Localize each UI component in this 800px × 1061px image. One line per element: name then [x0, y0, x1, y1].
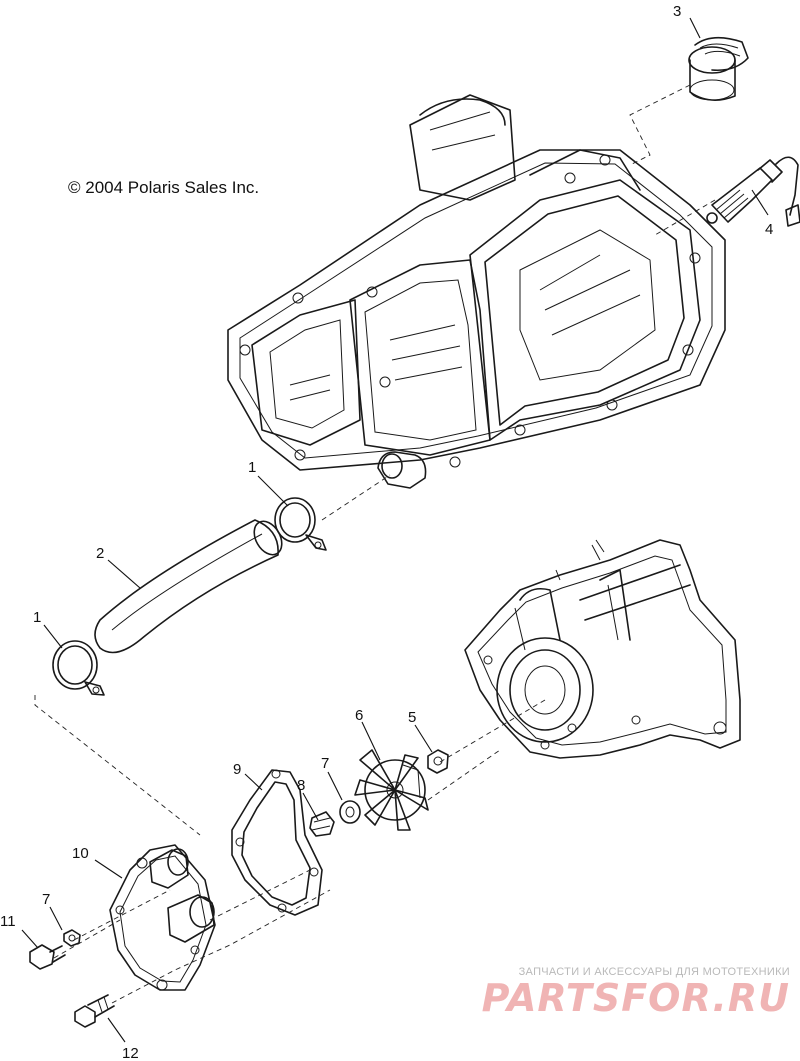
- bolt-12: [74, 994, 115, 1028]
- nut: [427, 749, 449, 774]
- crankcase-drawing: [464, 539, 741, 759]
- callout-6: 6: [355, 707, 363, 724]
- callout-5: 5: [408, 709, 416, 726]
- hose-clamp-upper: [274, 497, 327, 551]
- drain-plug: [309, 811, 335, 837]
- copyright-notice: © 2004 Polaris Sales Inc.: [68, 178, 260, 197]
- cylinder-head-drawing: [227, 94, 726, 489]
- callout-11: 11: [0, 913, 16, 930]
- callout-7-lower: 7: [42, 891, 50, 908]
- washer-upper: [339, 800, 361, 824]
- callout-2: 2: [96, 545, 104, 562]
- callout-10: 10: [72, 845, 89, 862]
- washer-lower: [63, 929, 81, 947]
- callout-leaders: [21, 17, 769, 1043]
- callout-7-upper: 7: [321, 755, 329, 772]
- hose-clamp-lower: [52, 640, 105, 696]
- callout-4: 4: [765, 221, 773, 238]
- callout-1-upper: 1: [248, 459, 256, 476]
- water-pump-cover: [109, 844, 216, 991]
- temperature-sensor: [706, 156, 800, 227]
- gasket: [231, 769, 323, 916]
- thermostat: [688, 36, 749, 101]
- assembly-lines: [34, 84, 716, 1004]
- watermark: ЗАПЧАСТИ И АКСЕССУАРЫ ДЛЯ МОТОТЕХНИКИ PA…: [470, 966, 790, 1018]
- callout-8: 8: [297, 777, 305, 794]
- callout-9: 9: [233, 761, 241, 778]
- bolt-11: [29, 944, 66, 970]
- callout-3: 3: [673, 3, 681, 20]
- coolant-hose: [94, 519, 283, 654]
- watermark-logo: PARTSFOR.RU: [481, 976, 790, 1020]
- watermark-tagline: ЗАПЧАСТИ И АКСЕССУАРЫ ДЛЯ МОТОТЕХНИКИ: [518, 966, 790, 978]
- callout-1-lower: 1: [33, 609, 41, 626]
- callout-12: 12: [122, 1045, 139, 1061]
- impeller: [354, 749, 429, 831]
